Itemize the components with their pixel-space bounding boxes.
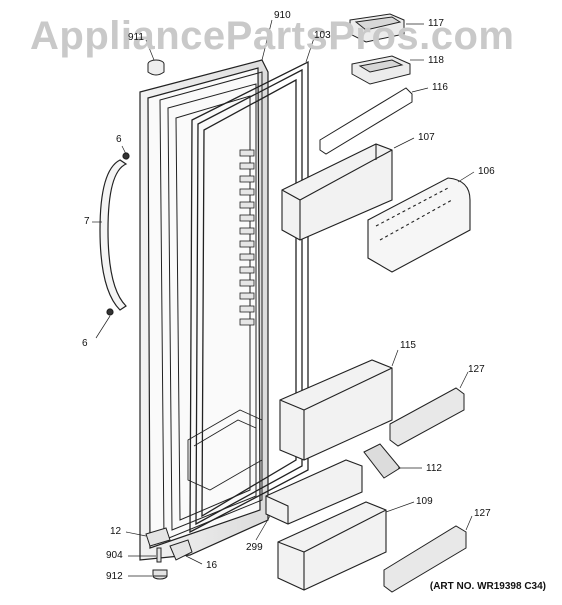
part-127-trim-upper <box>389 387 465 447</box>
hinge-parts <box>145 527 193 580</box>
part-106-dairy-cover <box>367 177 471 273</box>
callout-107: 107 <box>418 132 435 143</box>
part-112-clip <box>363 443 401 479</box>
callout-912: 912 <box>106 571 123 582</box>
part-118-tray <box>351 55 411 85</box>
liner-lower-pocket <box>187 409 263 491</box>
part-117-bin-top <box>349 13 405 43</box>
callout-7: 7 <box>84 216 90 227</box>
leader-lines <box>92 19 475 577</box>
door-outer-panel <box>139 59 269 561</box>
handle-7 <box>99 152 130 316</box>
callout-904: 904 <box>106 550 123 561</box>
part-911-cap <box>147 59 165 76</box>
watermark: AppliancePartsPros.com <box>30 14 515 58</box>
callout-6-upper: 6 <box>116 134 122 145</box>
art-number: (ART NO. WR19398 C34) <box>429 581 546 592</box>
callout-116: 116 <box>432 82 448 93</box>
callout-6-lower: 6 <box>82 338 88 349</box>
part-115-door-bin <box>279 359 393 461</box>
callout-911: 911 <box>128 32 144 43</box>
part-109-door-bin <box>277 501 387 591</box>
callout-127-lower: 127 <box>474 508 491 519</box>
part-107-door-bin <box>281 143 393 241</box>
part-116-rail <box>319 87 413 155</box>
callout-103: 103 <box>314 30 331 41</box>
part-127-trim-lower <box>383 525 467 593</box>
door-gasket <box>189 60 309 534</box>
callout-299: 299 <box>246 542 263 553</box>
callout-117: 117 <box>428 18 444 29</box>
callout-118: 118 <box>428 55 444 66</box>
part-299-small-bin <box>265 459 363 525</box>
callout-112: 112 <box>426 463 442 474</box>
callout-115: 115 <box>400 340 416 351</box>
callout-109: 109 <box>416 496 433 507</box>
callout-106: 106 <box>478 166 495 177</box>
callout-910: 910 <box>274 10 291 21</box>
callout-12: 12 <box>110 526 122 537</box>
callout-16: 16 <box>206 560 218 571</box>
callout-127-upper: 127 <box>468 364 485 375</box>
liner-rails <box>239 149 255 326</box>
